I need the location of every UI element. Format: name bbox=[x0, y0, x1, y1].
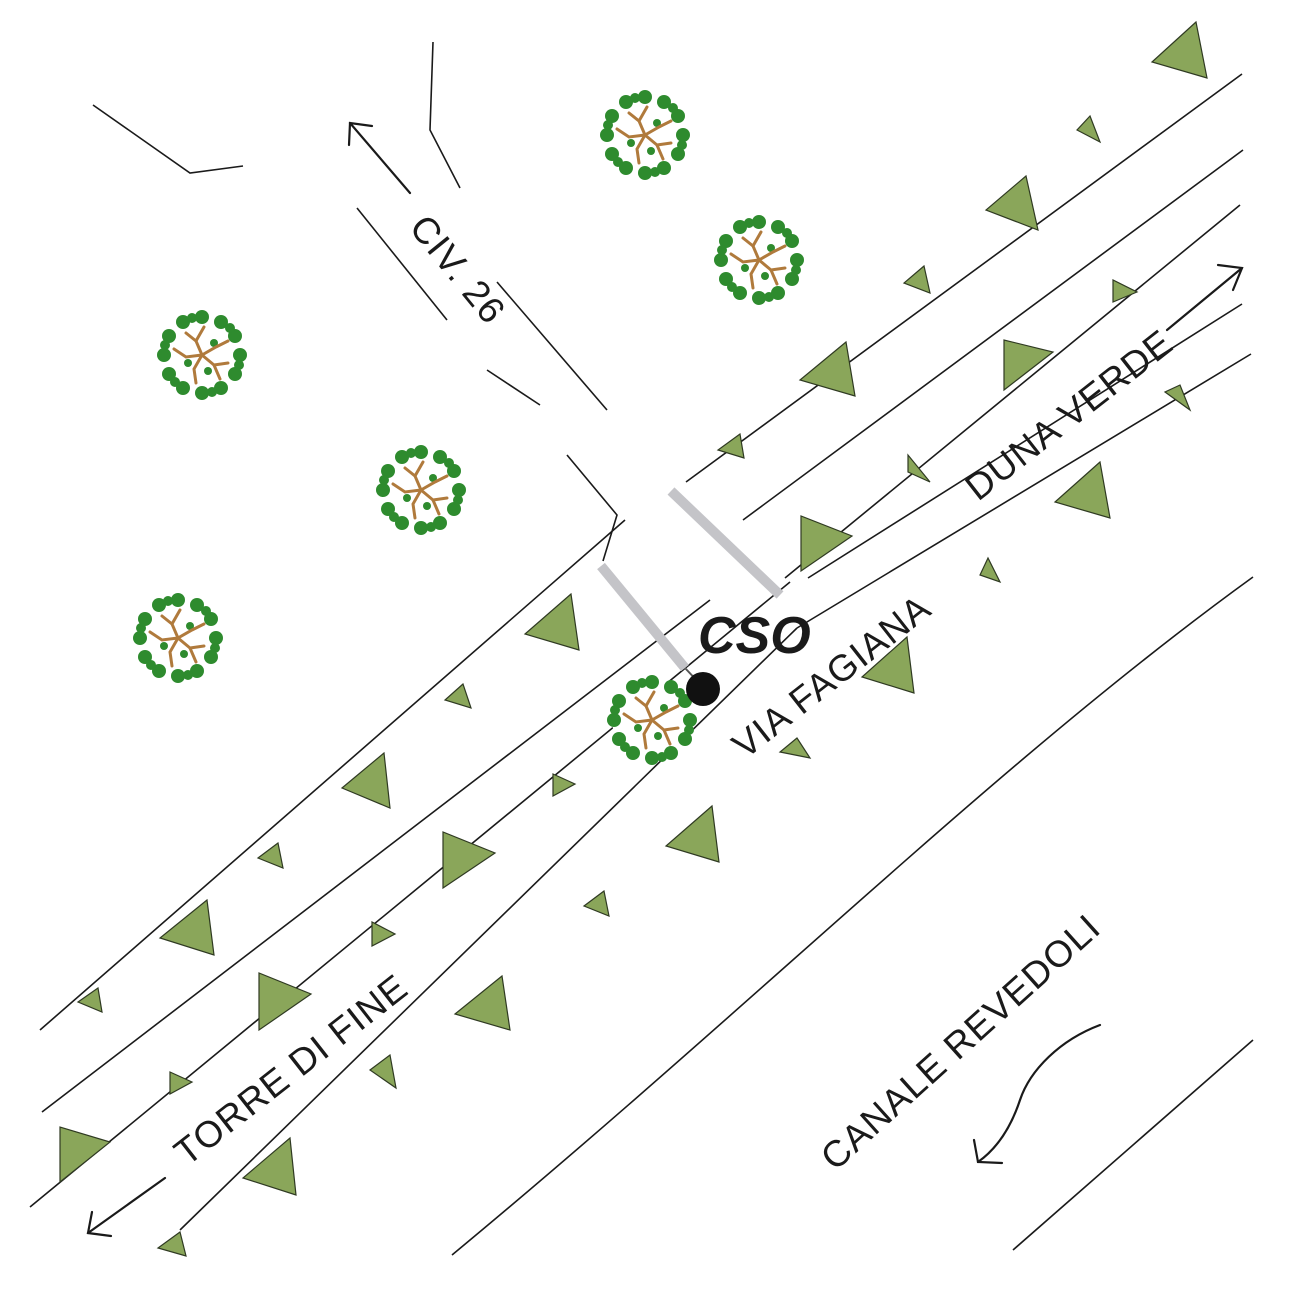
embankment-triangle bbox=[158, 898, 215, 956]
tree-icon bbox=[712, 213, 806, 307]
embankment-triangle bbox=[59, 1126, 112, 1184]
road-lines bbox=[29, 73, 1254, 1256]
embankment-line bbox=[39, 519, 626, 1031]
embankment-triangle bbox=[907, 453, 931, 483]
embankment-line bbox=[784, 204, 1241, 579]
tree-icon bbox=[131, 591, 225, 685]
embankment-triangle bbox=[368, 1053, 397, 1090]
embankment-triangle bbox=[241, 1136, 297, 1196]
label-civ: CIV. 26 bbox=[402, 207, 514, 331]
side-road-edge bbox=[496, 281, 608, 411]
embankment-triangle bbox=[582, 889, 610, 917]
embankment-triangle bbox=[1003, 339, 1055, 392]
arrow-icon bbox=[972, 1023, 1102, 1165]
embankment-triangle bbox=[979, 556, 1002, 584]
embankment-triangle bbox=[1163, 384, 1192, 412]
side-road-edge bbox=[92, 104, 244, 174]
canal-bank-south bbox=[1012, 1039, 1254, 1251]
label-canale: CANALE REVEDOLI bbox=[813, 906, 1108, 1178]
embankment-triangle bbox=[716, 432, 745, 459]
side-road-edge bbox=[566, 454, 618, 562]
embankment-triangle bbox=[76, 986, 103, 1013]
embankment-triangle bbox=[453, 974, 511, 1031]
embankment-line bbox=[685, 73, 1243, 483]
embankment-triangle bbox=[552, 773, 577, 798]
embankment-triangle bbox=[664, 804, 720, 863]
embankment-triangle bbox=[860, 635, 915, 694]
road-edge-north bbox=[29, 581, 791, 1208]
arrow-icon bbox=[347, 121, 412, 195]
arrow-icon bbox=[1165, 263, 1244, 332]
tree-icon bbox=[598, 88, 692, 182]
embankment-triangle bbox=[371, 921, 397, 947]
side-road-edge bbox=[486, 369, 541, 406]
embankment-triangle bbox=[800, 515, 854, 573]
road-edge-south bbox=[179, 627, 798, 1231]
embankment-triangle bbox=[258, 972, 313, 1032]
embankment-line bbox=[742, 149, 1244, 521]
side-road-edge bbox=[429, 41, 461, 189]
side-road bbox=[92, 41, 618, 562]
side-road-edge bbox=[356, 207, 448, 321]
tree-icon bbox=[155, 308, 249, 402]
arrow-icon bbox=[86, 1176, 167, 1238]
direction-arrows bbox=[86, 121, 1244, 1238]
embankment-triangle bbox=[256, 841, 284, 869]
cso-point bbox=[686, 672, 720, 706]
embankment-vegetation bbox=[59, 20, 1208, 1257]
embankment-triangle bbox=[442, 831, 497, 890]
embankment-triangle bbox=[1112, 279, 1139, 303]
embankment-triangle bbox=[1150, 20, 1208, 79]
connector-pipe bbox=[597, 562, 689, 672]
embankment-line bbox=[41, 599, 711, 1113]
embankment-triangle bbox=[156, 1230, 187, 1257]
embankment-triangle bbox=[443, 682, 472, 709]
embankment-triangle bbox=[169, 1071, 194, 1096]
embankment-triangle bbox=[1076, 114, 1102, 144]
canal-bank-north bbox=[451, 576, 1254, 1256]
embankment-triangle bbox=[798, 340, 856, 397]
embankment-triangle bbox=[984, 174, 1039, 231]
embankment-triangle bbox=[778, 737, 812, 759]
embankment-triangle bbox=[1053, 460, 1111, 519]
embankment-triangle bbox=[523, 592, 580, 651]
cso-label: CSO bbox=[698, 607, 811, 665]
road-edge-north bbox=[807, 303, 1243, 579]
embankment-triangle bbox=[902, 264, 931, 294]
embankment-triangle bbox=[340, 751, 391, 809]
label-duna-verde: DUNA VERDE bbox=[958, 322, 1181, 509]
tree-icon bbox=[605, 673, 699, 767]
connector-pipe bbox=[667, 487, 784, 599]
tree-icon bbox=[374, 443, 468, 537]
